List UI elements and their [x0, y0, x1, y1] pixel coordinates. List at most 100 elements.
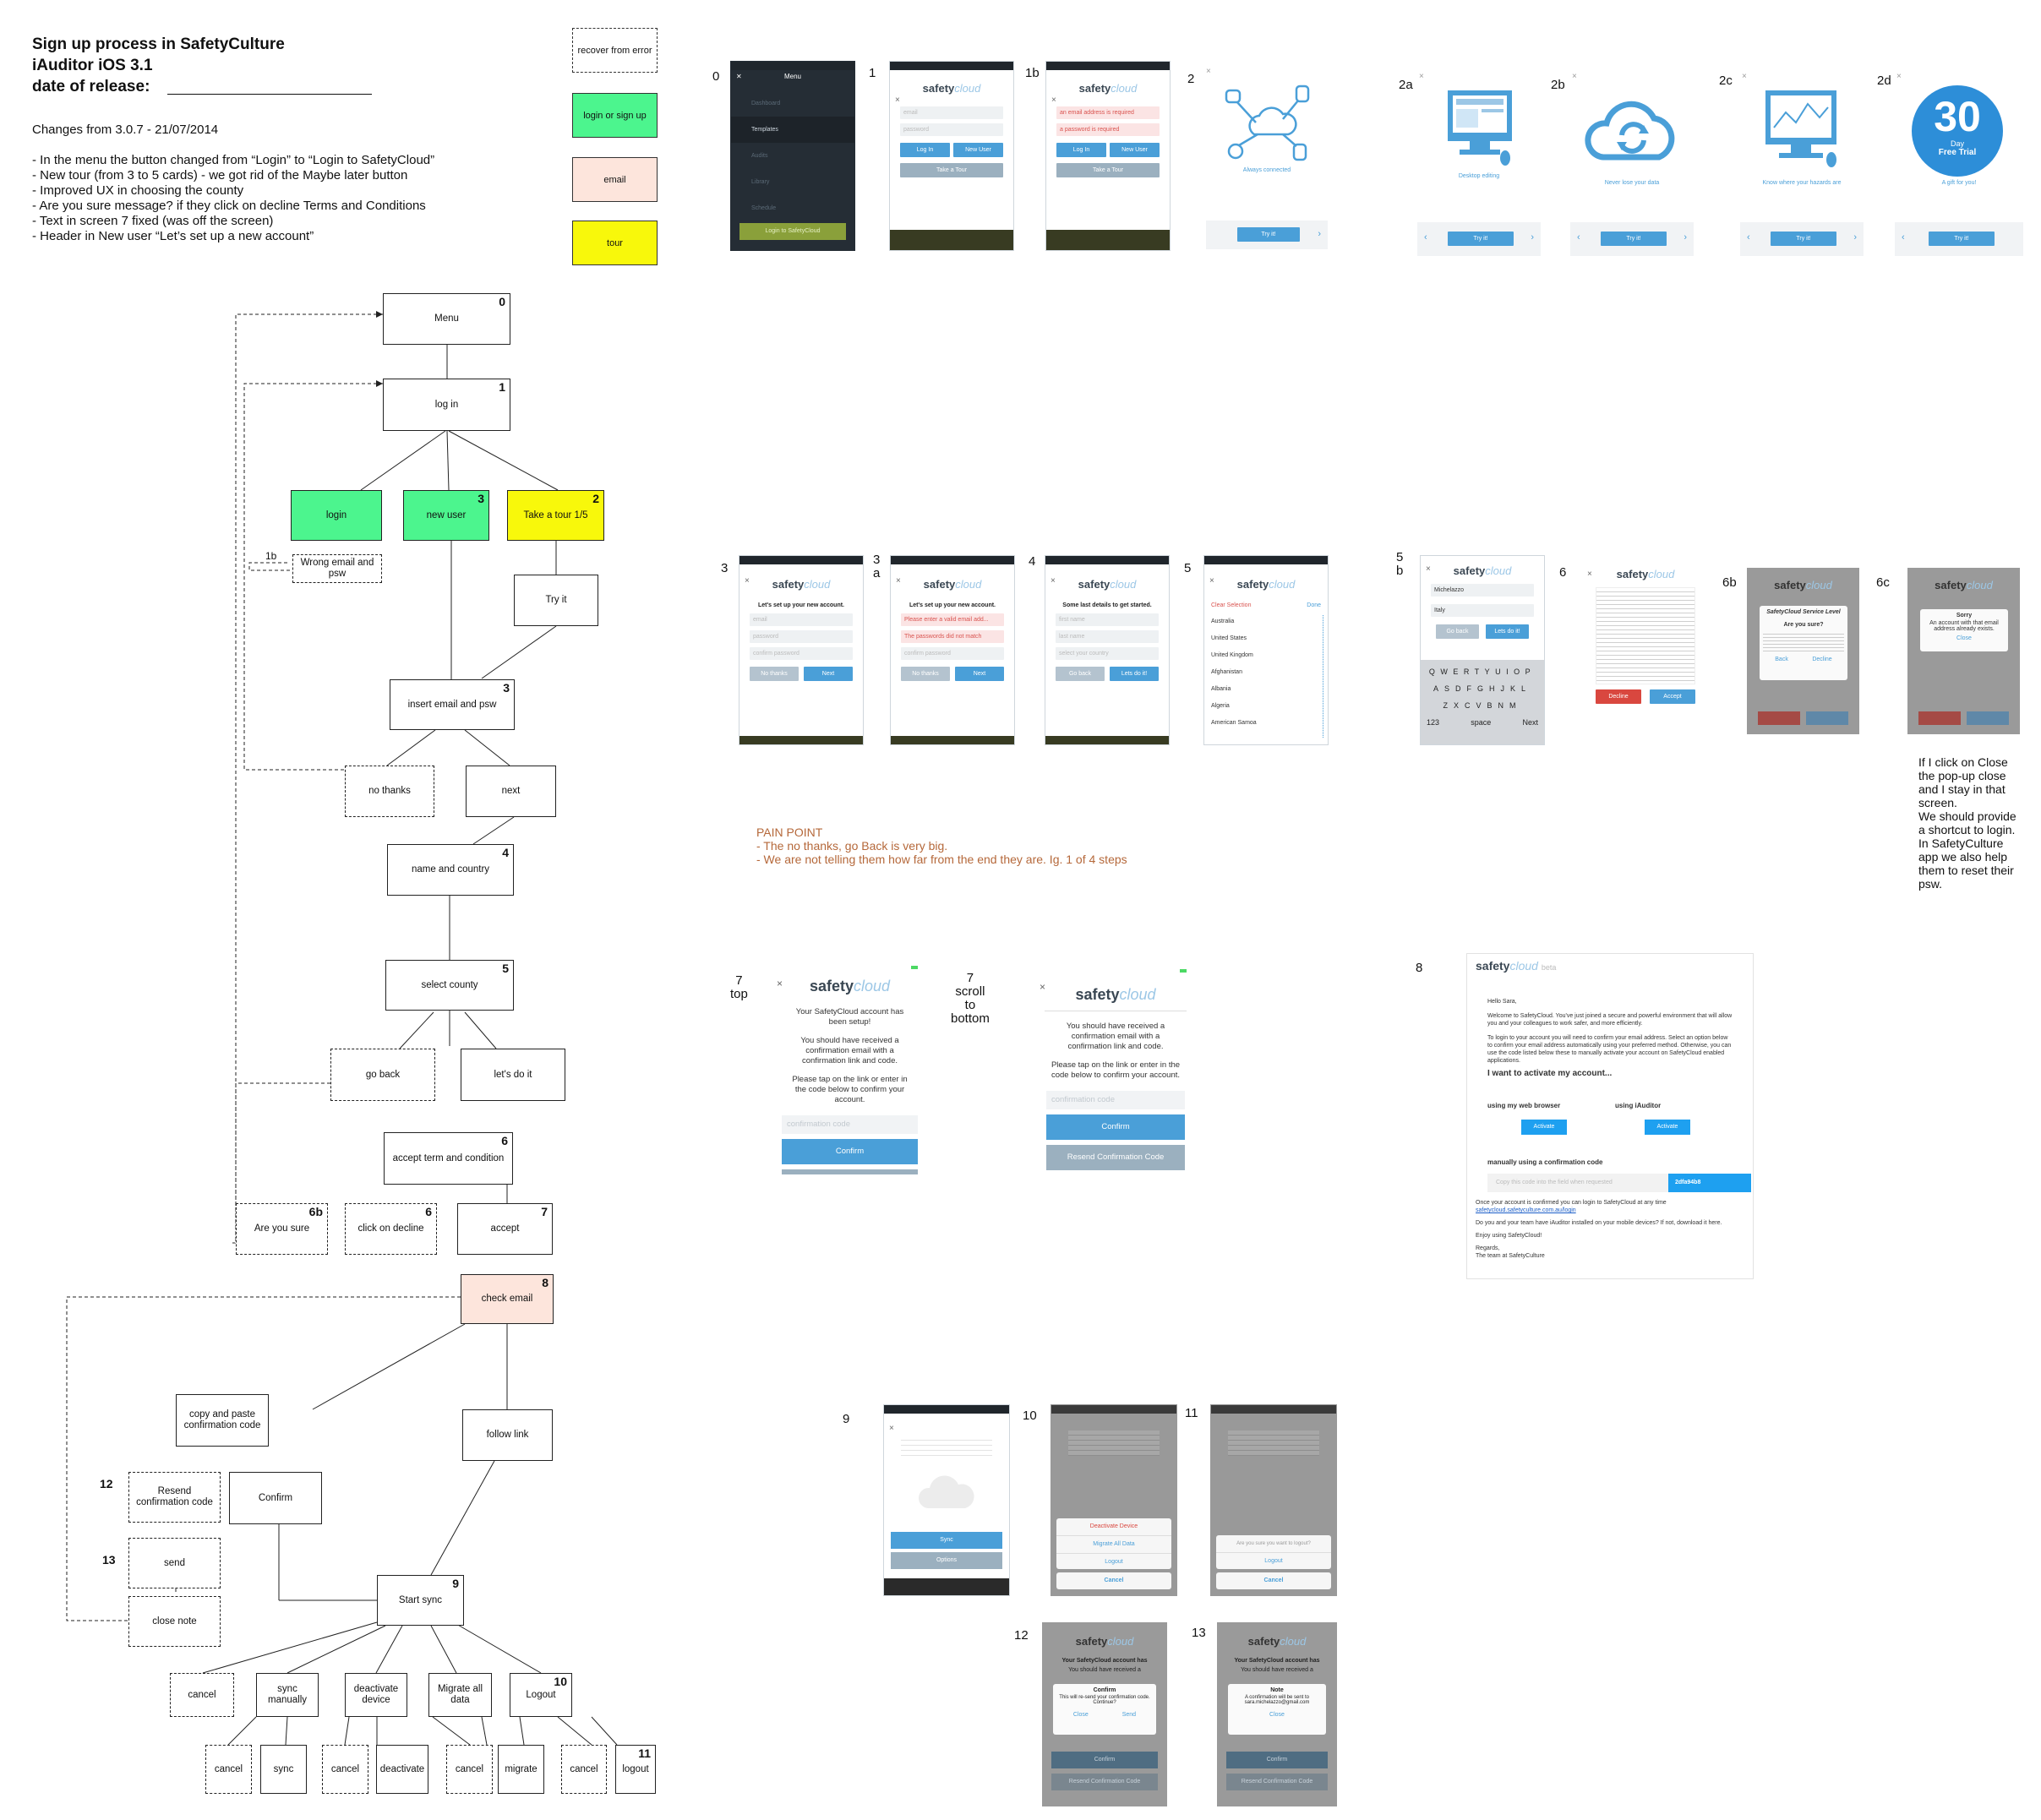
menu-item-library[interactable]: Library: [751, 179, 770, 185]
list-item[interactable]: Algeria: [1211, 703, 1230, 709]
close-icon[interactable]: ×: [889, 1424, 894, 1433]
list-item[interactable]: United Kingdom: [1211, 652, 1253, 658]
last-name-field[interactable]: last name: [1056, 630, 1159, 643]
confirm-password-field[interactable]: confirm password: [901, 647, 1004, 660]
log-in-button[interactable]: Log In: [900, 143, 950, 157]
confirm-button[interactable]: Confirm: [1226, 1752, 1328, 1768]
chevron-left-icon[interactable]: ‹: [1424, 232, 1427, 242]
close-button[interactable]: Close: [1956, 635, 1972, 641]
chevron-left-icon[interactable]: ‹: [1902, 232, 1905, 242]
close-icon[interactable]: ×: [1572, 72, 1577, 81]
close-button[interactable]: Close: [1269, 1712, 1285, 1718]
chevron-left-icon[interactable]: ‹: [1747, 232, 1750, 242]
deactivate-device-action[interactable]: Deactivate Device: [1056, 1518, 1171, 1536]
migrate-all-data-action[interactable]: Migrate All Data: [1056, 1536, 1171, 1554]
close-icon[interactable]: ×: [895, 95, 900, 105]
chevron-left-icon[interactable]: ‹: [1577, 232, 1580, 242]
chevron-right-icon[interactable]: ›: [1684, 232, 1687, 242]
list-item[interactable]: Albania: [1211, 686, 1231, 692]
menu-item-audits[interactable]: Audits: [751, 153, 768, 159]
go-back-button[interactable]: Go back: [1056, 667, 1105, 681]
take-a-tour-button[interactable]: Take a Tour: [1056, 163, 1160, 177]
new-account-heading: Let's set up your new account.: [909, 602, 996, 608]
new-user-button[interactable]: New User: [953, 143, 1003, 157]
chevron-right-icon[interactable]: ›: [1853, 232, 1857, 242]
close-icon[interactable]: ×: [1209, 576, 1214, 586]
list-item[interactable]: United States: [1211, 635, 1247, 641]
cancel-action[interactable]: Cancel: [1216, 1572, 1331, 1589]
cancel-action[interactable]: Cancel: [1056, 1572, 1171, 1589]
next-button[interactable]: Next: [955, 667, 1004, 681]
email-field[interactable]: email: [750, 613, 853, 626]
send-button[interactable]: Send: [1121, 1712, 1137, 1718]
take-a-tour-button[interactable]: Take a Tour: [900, 163, 1003, 177]
close-icon[interactable]: ×: [896, 576, 901, 586]
confirm-button[interactable]: Confirm: [1051, 1752, 1158, 1768]
confirm-button[interactable]: Confirm: [1046, 1114, 1185, 1140]
logout-action[interactable]: Logout: [1264, 1558, 1283, 1564]
list-item[interactable]: Afghanistan: [1211, 669, 1242, 675]
activate-ios-button[interactable]: Activate: [1645, 1120, 1690, 1135]
menu-item-schedule[interactable]: Schedule: [751, 205, 777, 211]
menu-item-dashboard[interactable]: Dashboard: [751, 101, 781, 106]
first-name-field[interactable]: first name: [1056, 613, 1159, 626]
email-field[interactable]: email: [900, 106, 1003, 119]
close-icon[interactable]: ×: [1426, 564, 1431, 574]
lets-do-it-button[interactable]: Lets do it!: [1486, 624, 1529, 639]
lets-do-it-button[interactable]: Lets do it!: [1110, 667, 1159, 681]
close-icon[interactable]: ✕: [736, 73, 742, 80]
login-link[interactable]: safetycloud.safetyculture.com.au/login: [1476, 1207, 1576, 1213]
try-it-button[interactable]: Try it!: [1929, 232, 1995, 246]
close-icon[interactable]: ×: [1419, 72, 1424, 81]
go-back-button[interactable]: Go back: [1436, 624, 1479, 639]
password-field[interactable]: password: [900, 123, 1003, 136]
resend-code-button[interactable]: Resend Confirmation Code: [1046, 1145, 1185, 1170]
country-select[interactable]: Italy: [1431, 604, 1534, 617]
close-icon[interactable]: ×: [777, 978, 783, 989]
login-to-safetycloud-button[interactable]: Login to SafetyCloud: [739, 223, 846, 240]
decline-button[interactable]: Decline: [1812, 657, 1832, 662]
confirmation-code-input[interactable]: confirmation code: [1046, 1091, 1185, 1109]
list-item[interactable]: American Samoa: [1211, 720, 1257, 726]
chevron-right-icon[interactable]: ›: [1531, 232, 1534, 242]
confirmation-code-input[interactable]: confirmation code: [782, 1115, 918, 1134]
close-icon[interactable]: ×: [1040, 981, 1046, 993]
try-it-button[interactable]: Try it!: [1448, 232, 1514, 246]
close-icon[interactable]: ×: [1742, 72, 1747, 81]
close-icon[interactable]: ×: [1051, 576, 1056, 586]
try-it-button[interactable]: Try it!: [1771, 232, 1836, 246]
accept-button[interactable]: Accept: [1650, 689, 1695, 704]
log-in-button[interactable]: Log In: [1056, 143, 1106, 157]
sync-button[interactable]: Sync: [891, 1532, 1002, 1549]
first-name-field[interactable]: Michelazzo: [1431, 584, 1534, 597]
list-item[interactable]: Australia: [1211, 618, 1235, 624]
try-it-button[interactable]: Try it!: [1601, 232, 1667, 246]
close-button[interactable]: Close: [1072, 1712, 1089, 1718]
logout-action[interactable]: Logout: [1105, 1559, 1123, 1565]
resend-code-button[interactable]: Resend Confirmation Code: [1051, 1774, 1158, 1790]
close-icon[interactable]: ×: [1587, 569, 1592, 579]
password-field[interactable]: password: [750, 630, 853, 643]
activate-web-button[interactable]: Activate: [1521, 1120, 1567, 1135]
resend-code-button[interactable]: Resend Confirmation Code: [1226, 1774, 1328, 1790]
options-button[interactable]: Options: [891, 1552, 1002, 1569]
country-select[interactable]: select your country: [1056, 647, 1159, 660]
no-thanks-button[interactable]: No thanks: [901, 667, 950, 681]
close-icon[interactable]: ×: [1051, 95, 1056, 105]
menu-item-templates[interactable]: Templates: [731, 117, 854, 143]
try-it-button[interactable]: Try it!: [1237, 227, 1300, 242]
no-thanks-button[interactable]: No thanks: [750, 667, 799, 681]
close-icon[interactable]: ×: [745, 576, 750, 586]
confirm-button[interactable]: Confirm: [782, 1139, 918, 1164]
decline-button[interactable]: Decline: [1596, 689, 1641, 704]
confirm-password-field[interactable]: confirm password: [750, 647, 853, 660]
close-icon[interactable]: ×: [1206, 67, 1211, 76]
done-link[interactable]: Done: [1307, 602, 1321, 608]
chevron-right-icon[interactable]: ›: [1318, 229, 1321, 239]
back-button[interactable]: Back: [1775, 657, 1788, 662]
new-user-button[interactable]: New User: [1110, 143, 1160, 157]
next-button[interactable]: Next: [804, 667, 853, 681]
clear-selection-link[interactable]: Clear Selection: [1211, 602, 1252, 608]
close-icon[interactable]: ×: [1896, 72, 1902, 81]
